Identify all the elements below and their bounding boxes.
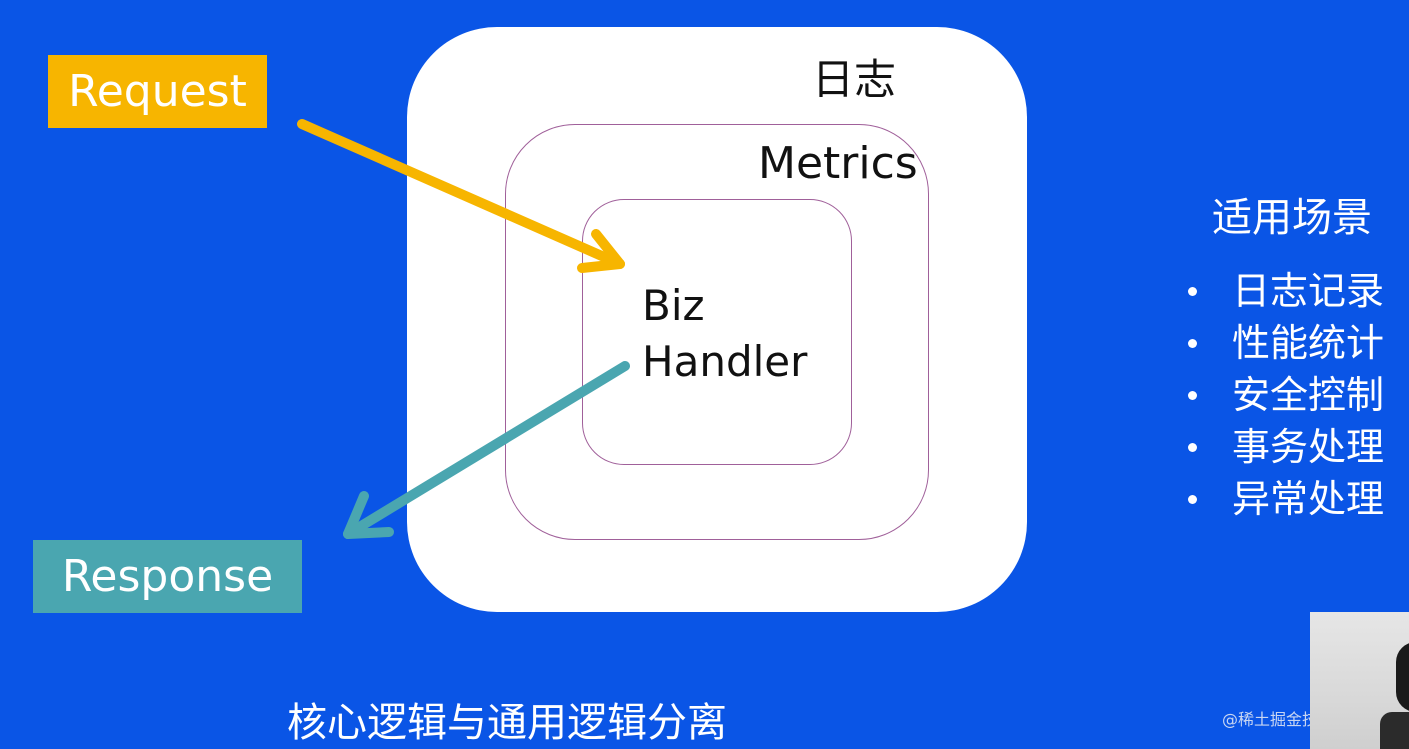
bullet-icon <box>1188 494 1197 504</box>
inner-box-label-line2: Handler <box>642 337 808 386</box>
list-item: 事务处理 <box>1188 421 1384 473</box>
inner-box-label: Biz Handler <box>642 278 807 390</box>
webcam-overlay <box>1310 612 1409 749</box>
response-box: Response <box>33 540 302 613</box>
outer-box-label: 日志 <box>812 55 897 104</box>
inner-box-label-line1: Biz <box>642 281 705 330</box>
list-item-label: 安全控制 <box>1232 373 1385 417</box>
presenter-head <box>1396 642 1409 712</box>
list-item: 日志记录 <box>1188 265 1384 317</box>
list-item: 性能统计 <box>1188 317 1384 369</box>
list-item: 异常处理 <box>1188 473 1384 525</box>
list-item-label: 日志记录 <box>1232 269 1385 313</box>
scenarios-title: 适用场景 <box>1212 195 1372 241</box>
list-item-label: 异常处理 <box>1232 477 1385 521</box>
bullet-icon <box>1188 442 1197 452</box>
diagram-caption: 核心逻辑与通用逻辑分离 <box>287 700 727 746</box>
bullet-icon <box>1188 390 1197 400</box>
request-box: Request <box>48 55 267 128</box>
list-item-label: 事务处理 <box>1232 425 1385 469</box>
presenter-body <box>1380 712 1409 749</box>
list-item-label: 性能统计 <box>1232 321 1385 365</box>
scenarios-list: 日志记录 性能统计 安全控制 事务处理 异常处理 <box>1188 265 1384 525</box>
list-item: 安全控制 <box>1188 369 1384 421</box>
bullet-icon <box>1188 286 1197 296</box>
bullet-icon <box>1188 338 1197 348</box>
middle-box-label: Metrics <box>758 138 918 189</box>
